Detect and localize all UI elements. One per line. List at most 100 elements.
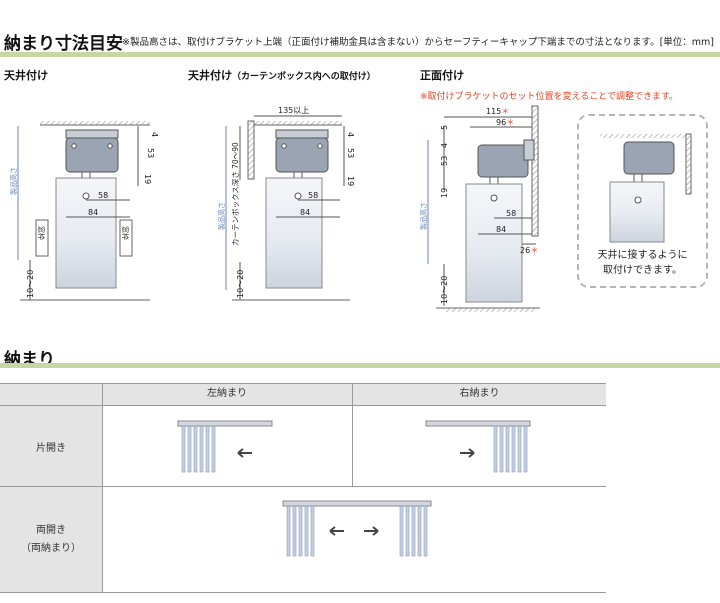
callout-line2: 取付けできます。 — [603, 265, 682, 276]
row-header-single-label: 片開き — [36, 442, 66, 454]
bracket-head — [65, 137, 119, 173]
asterisk: ＊ — [501, 107, 509, 116]
dim-84: 84 — [300, 208, 310, 217]
slat — [304, 505, 309, 557]
slat — [505, 425, 510, 473]
bracket-screw — [281, 143, 287, 149]
asterisk: ＊ — [506, 118, 514, 127]
bracket-wall-plate — [523, 139, 535, 161]
ceiling-contact-callout: 天井に接するように 取付けできます。 — [577, 114, 708, 288]
row-header-double: 両開き （両納まり） — [0, 487, 102, 592]
front-mount-diagram: 115＊ 96＊ 製品高さ 5 4 53 19 58 84 26＊ 10〜20 — [419, 105, 540, 312]
box-mount-title-note: （カーテンボックス内への取付け） — [232, 72, 376, 82]
bracket-head — [623, 141, 675, 175]
dim-26: 26＊ — [520, 246, 538, 255]
slat — [211, 425, 216, 473]
bracket-head — [275, 137, 329, 173]
slat — [187, 425, 192, 473]
asterisk: ＊ — [530, 246, 538, 255]
dim-19: 19 — [440, 188, 449, 198]
left-stack-illustration — [177, 420, 273, 473]
arrow-right-icon — [364, 526, 379, 536]
dim-96: 96＊ — [496, 118, 514, 127]
dim-53: 53 — [346, 148, 355, 158]
callout-ceiling — [600, 134, 686, 138]
box-mount-title: 天井付け（カーテンボックス内への取付け） — [188, 67, 376, 83]
table-header-blank — [0, 383, 102, 405]
callout-text: 天井に接するように 取付けできます。 — [579, 248, 706, 278]
bracket-pivot — [490, 194, 498, 202]
dim-58: 58 — [308, 191, 318, 200]
bracket-head — [477, 144, 529, 178]
floor-gap-label: 10〜20 — [236, 270, 245, 298]
front-wall — [531, 105, 539, 237]
dim-4: 4 — [346, 132, 355, 137]
table-line-col2 — [352, 383, 353, 486]
dim-19: 19 — [346, 176, 355, 186]
table-line-header — [0, 405, 606, 406]
dim-4: 4 — [150, 132, 159, 137]
bracket-screw — [107, 143, 113, 149]
headrail — [425, 420, 531, 427]
bracket-screw — [317, 143, 323, 149]
product-height-label: 製品高さ — [9, 167, 18, 195]
dimension-diagrams: 窓枠 窓枠 製品高さ 10〜20 4 53 19 58 84 135以上 — [9, 105, 692, 312]
blind-body — [609, 181, 665, 243]
bracket-top-plate — [275, 129, 329, 139]
arrow-left-icon — [329, 526, 344, 536]
dim-84: 84 — [496, 225, 506, 234]
bracket-pivot — [294, 192, 302, 200]
slat — [292, 505, 297, 557]
box-top — [252, 121, 342, 125]
dim-53: 53 — [440, 156, 449, 166]
slat — [411, 505, 416, 557]
slat — [523, 425, 528, 473]
floor-gap-label: 10〜20 — [440, 276, 449, 304]
slat — [193, 425, 198, 473]
slats-right — [399, 505, 428, 557]
dimensions-note: ※製品高さは、取付けブラケット上端（正面付け補助金具は含まない）からセーフティー… — [122, 37, 715, 48]
column-header-right: 右納まり — [353, 383, 606, 405]
arrow-right-icon — [460, 448, 475, 458]
headrail — [282, 500, 432, 507]
window-frame-label-right: 窓枠 — [121, 226, 130, 240]
dim-5: 5 — [440, 125, 449, 130]
callout-diagram — [600, 133, 692, 243]
ceiling-mount-title: 天井付け — [4, 69, 48, 82]
product-height-label: 製品高さ — [419, 202, 428, 230]
slat — [205, 425, 210, 473]
slats — [181, 425, 216, 473]
window-frame-left — [35, 219, 49, 257]
slat — [511, 425, 516, 473]
table-line-mid — [0, 486, 606, 487]
slat — [199, 425, 204, 473]
floor-hatch — [446, 308, 536, 312]
table-line-top — [0, 383, 606, 384]
box-mount-title-main: 天井付け — [188, 69, 232, 82]
box-depth-label: カーテンボックス深さ 70〜90 — [231, 142, 240, 246]
bracket-top-plate — [65, 129, 119, 139]
callout-wall — [685, 133, 692, 195]
product-height-label: 製品高さ — [217, 202, 226, 230]
bracket-pivot — [82, 192, 90, 200]
window-frame-right — [119, 219, 133, 257]
window-frame-label-left: 窓枠 — [37, 226, 46, 240]
column-header-left: 左納まり — [102, 383, 352, 405]
dim-58: 58 — [506, 209, 516, 218]
slat — [310, 505, 315, 557]
box-mount-diagram: 135以上 製品高さ カーテンボックス深さ 70〜90 10〜20 4 53 1… — [217, 106, 355, 301]
dim-58: 58 — [98, 191, 108, 200]
ceiling-mount-diagram: 窓枠 窓枠 製品高さ 10〜20 4 53 19 58 84 — [9, 121, 159, 301]
slat — [298, 505, 303, 557]
section-title-dimensions: 納まり寸法目安 — [4, 34, 123, 54]
double-stack-illustration — [282, 500, 432, 557]
slat — [286, 505, 291, 557]
headrail — [177, 420, 273, 427]
ceiling-line — [40, 121, 150, 125]
dim-4: 4 — [440, 143, 449, 148]
bracket-pivot — [634, 196, 642, 204]
section-title-bar — [0, 363, 720, 368]
slats-left — [286, 505, 315, 557]
bracket-screw — [71, 143, 77, 149]
floor-gap-label: 10〜20 — [26, 270, 35, 298]
